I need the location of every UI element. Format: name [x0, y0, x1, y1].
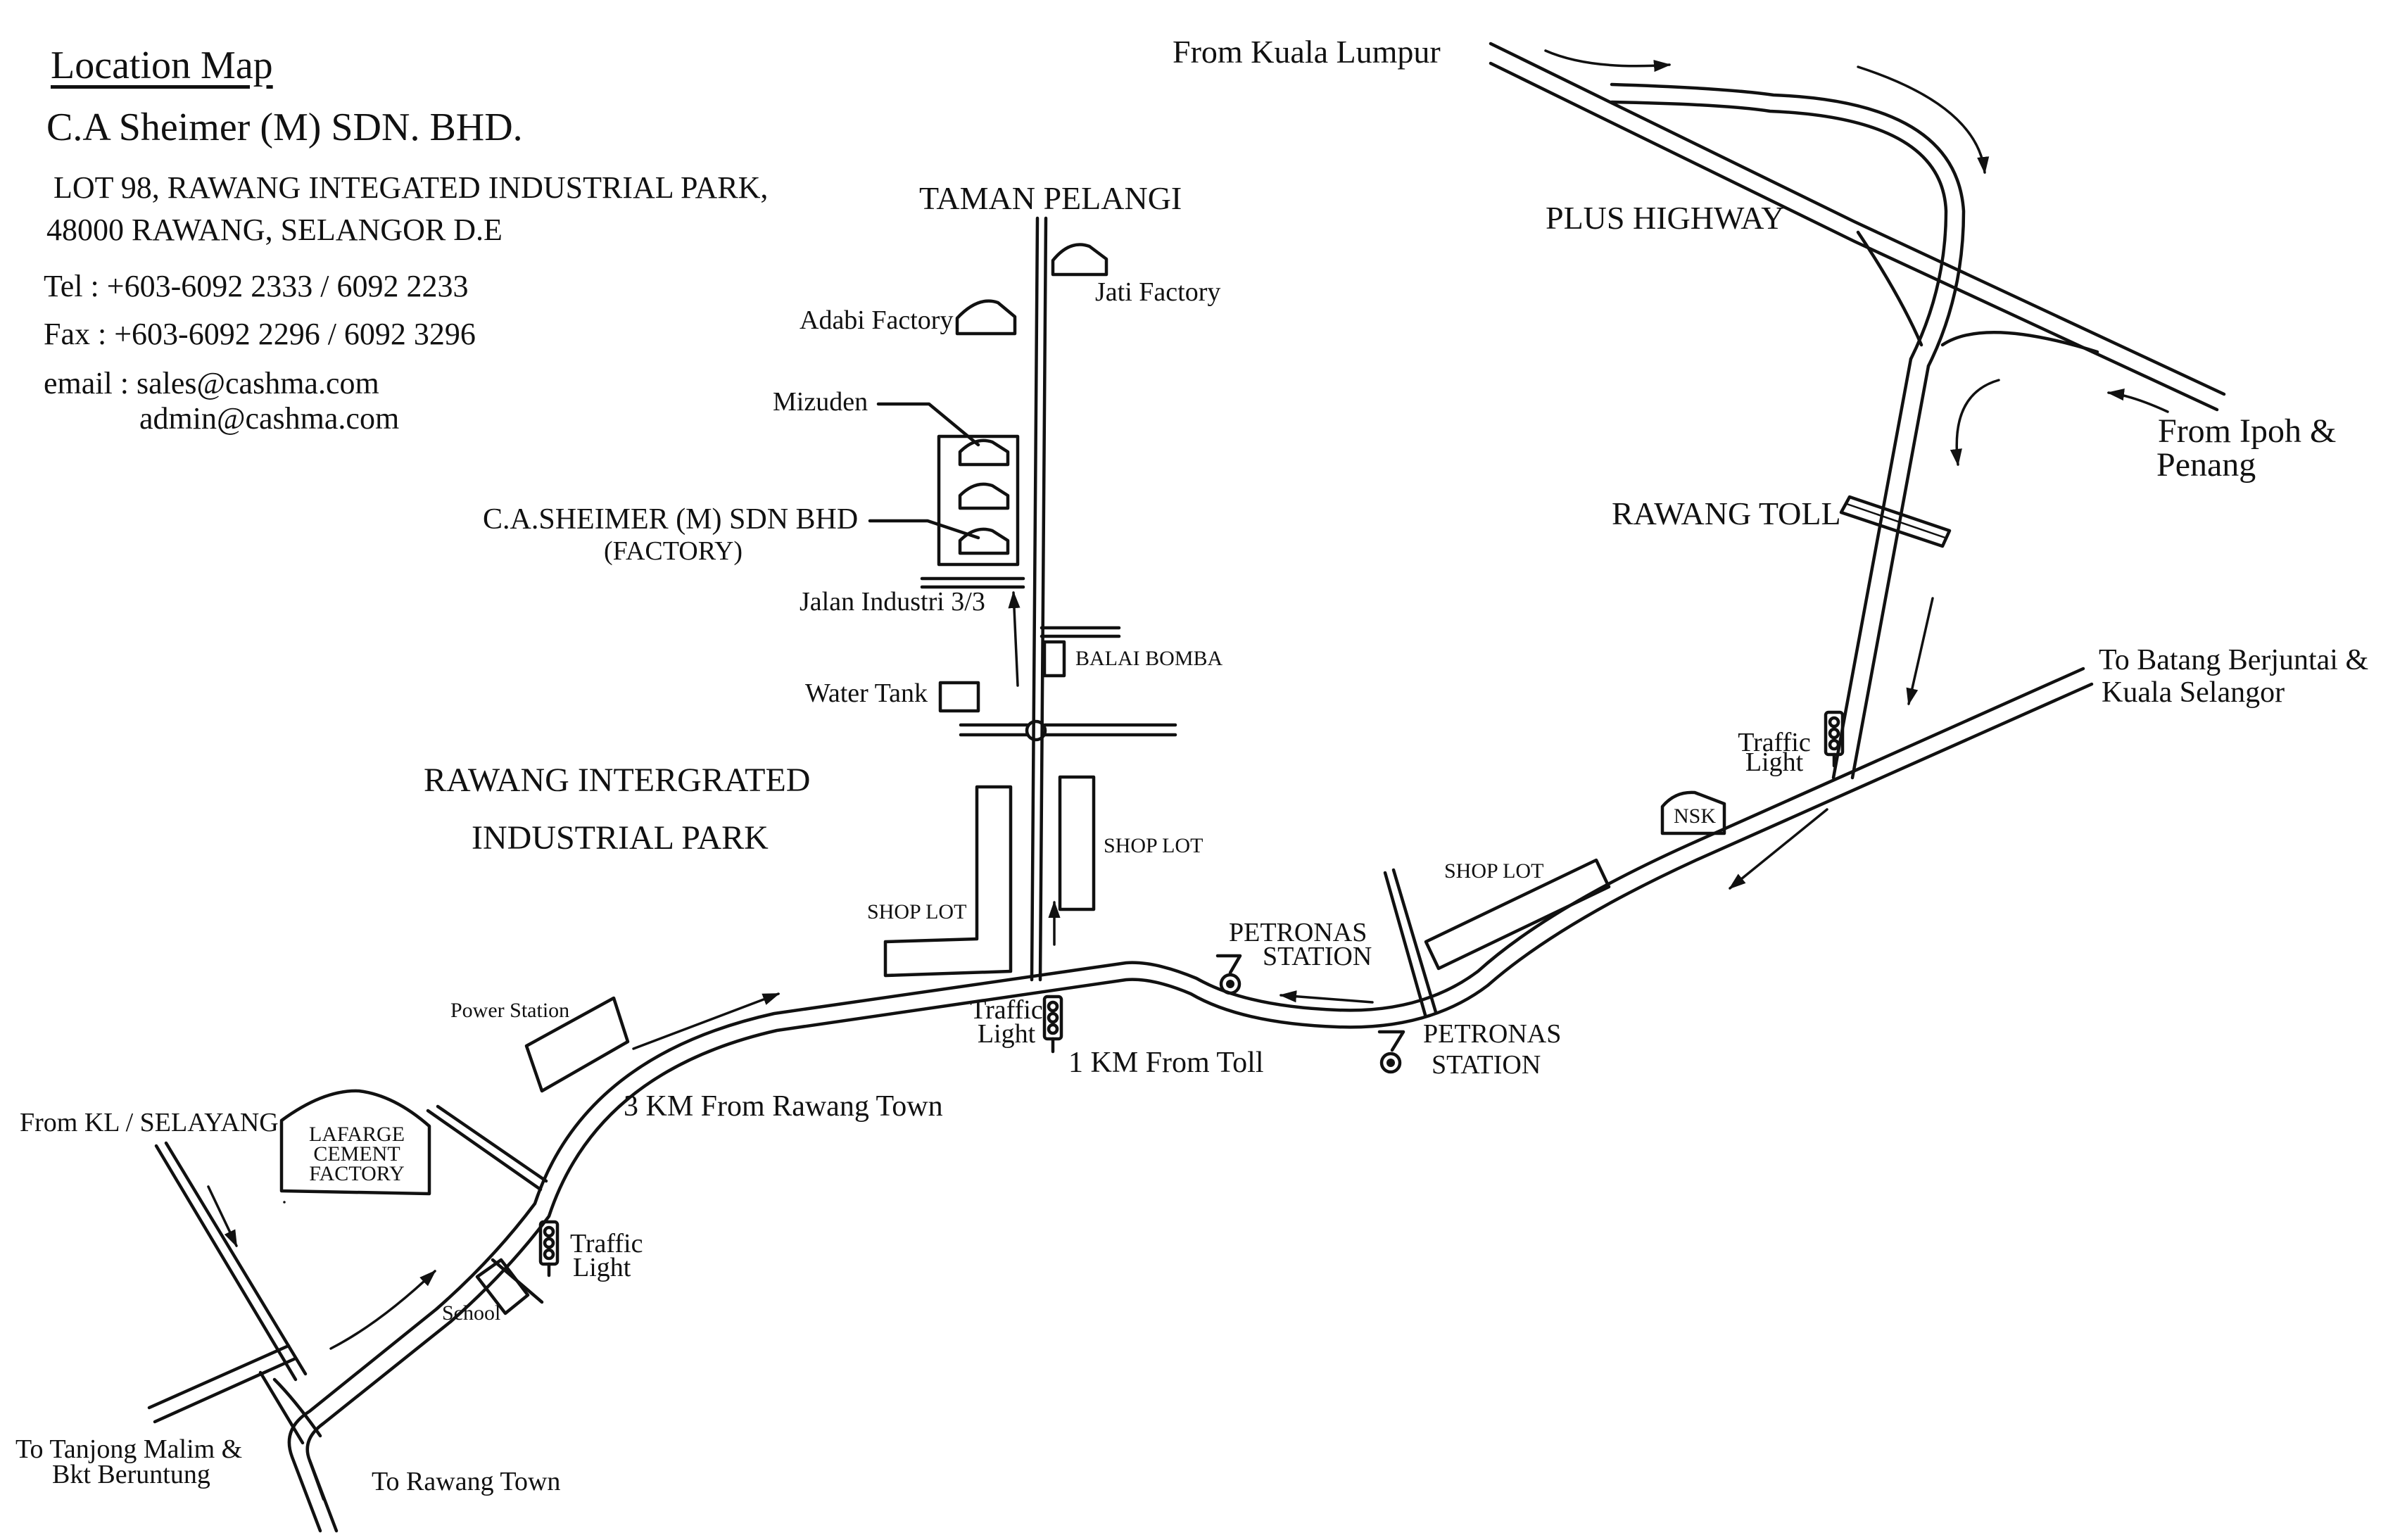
mizuden-pointer [876, 402, 980, 447]
park-cross-roads [920, 576, 1177, 737]
petronas-south-dot [1386, 1059, 1395, 1067]
label-power-station: Power Station [450, 999, 570, 1022]
label-to-tanjong-line-1: To Tanjong Malim & [15, 1434, 243, 1464]
email-line-2: admin@cashma.com [139, 401, 400, 436]
label-traffic-light-west-2: Light [573, 1253, 631, 1282]
address-line-1: LOT 98, RAWANG INTEGATED INDUSTRIAL PARK… [53, 170, 769, 205]
side-roads [147, 868, 1438, 1501]
label-traffic-light-east-1: Traffic [1738, 728, 1811, 757]
map-title: Location Map [51, 44, 273, 87]
label-from-ipoh-line-2: Penang [2156, 446, 2256, 484]
label-petronas-north-2: STATION [1263, 942, 1372, 971]
petronas-north-dot [1226, 980, 1234, 988]
label-park-line-2: INDUSTRIAL PARK [472, 819, 769, 857]
label-from-kuala-lumpur: From Kuala Lumpur [1173, 34, 1441, 70]
petronas-station-north [1215, 954, 1242, 995]
company-name: C.A Sheimer (M) SDN. BHD. [46, 106, 523, 149]
label-cas-factory-line-2: (FACTORY) [604, 536, 743, 566]
label-traffic-light-west-1: Traffic [570, 1229, 643, 1258]
traffic-light-east [1824, 710, 1845, 768]
shop-lot-left-outline [883, 785, 1013, 978]
industrial-park-road [1030, 216, 1048, 982]
label-jati-factory: Jati Factory [1095, 277, 1221, 307]
label-plus-highway: PLUS HIGHWAY [1546, 200, 1785, 236]
adabi-factory-building [955, 299, 1017, 336]
traffic-light-west [538, 1220, 560, 1277]
shop-lot-right [1058, 775, 1096, 911]
petronas-station-south [1377, 1030, 1405, 1074]
main-road [287, 667, 2094, 1533]
rawang-toll-marker-line [1845, 503, 1947, 539]
cas-factory-building [958, 527, 1010, 555]
power-station-building [524, 996, 630, 1093]
label-to-rawang-town: To Rawang Town [372, 1467, 561, 1496]
label-jalan-industri: Jalan Industri 3/3 [800, 587, 985, 617]
label-school: School [442, 1301, 501, 1325]
label-shop-lot-right: SHOP LOT [1104, 834, 1204, 857]
address-line-2: 48000 RAWANG, SELANGOR D.E [46, 213, 503, 247]
factory-block [937, 434, 1020, 567]
toll-road [1831, 357, 1931, 780]
label-petronas-south-1: PETRONAS [1423, 1019, 1562, 1049]
label-traffic-light-center-2: Light [977, 1019, 1036, 1049]
label-petronas-north-1: PETRONAS [1229, 918, 1367, 947]
label-three-km-from-town: 3 KM From Rawang Town [624, 1090, 943, 1123]
label-adabi-factory: Adabi Factory [800, 305, 954, 335]
label-mizuden: Mizuden [773, 387, 868, 417]
jati-factory-building [1051, 243, 1108, 277]
roundabout [1025, 719, 1047, 742]
school-building [475, 1258, 530, 1315]
fax: Fax : +603-6092 2296 / 6092 3296 [44, 317, 476, 351]
interchange-loop [1610, 82, 2099, 368]
label-to-batang-line-1: To Batang Berjuntai & [2099, 644, 2369, 676]
label-from-kl-selayang: From KL / SELAYANG [20, 1108, 279, 1137]
label-cas-factory-line-1: C.A.SHEIMER (M) SDN BHD [483, 503, 859, 536]
label-one-km-from-toll: 1 KM From Toll [1068, 1047, 1264, 1079]
middle-building [958, 482, 1010, 510]
label-balai-bomba: BALAI BOMBA [1075, 647, 1223, 670]
label-petronas-south-2: STATION [1432, 1050, 1541, 1080]
traffic-light-center [1042, 995, 1063, 1054]
label-lafarge-line-3: FACTORY [309, 1162, 405, 1185]
email-line-1: email : sales@cashma.com [44, 366, 379, 400]
label-lafarge-line-1: LAFARGE [308, 1123, 405, 1146]
label-taman-pelangi: TAMAN PELANGI [919, 180, 1182, 216]
shop-lot-east [1424, 858, 1611, 971]
cas-factory-pointer [868, 519, 980, 540]
telephone: Tel : +603-6092 2333 / 6092 2233 [44, 269, 469, 303]
label-to-tanjong-line-2: Bkt Beruntung [52, 1460, 210, 1489]
rawang-toll-marker [1839, 495, 1952, 548]
label-park-line-1: RAWANG INTERGRATED [424, 762, 811, 799]
water-tank-building [938, 681, 980, 713]
mizuden-building [958, 438, 1010, 467]
label-from-ipoh-line-1: From Ipoh & [2158, 412, 2337, 450]
label-lafarge-line-2: CEMENT [313, 1142, 400, 1166]
label-traffic-light-center-1: Traffic [970, 995, 1043, 1025]
nsk-building [1660, 790, 1726, 835]
label-to-batang-line-2: Kuala Selangor [2102, 676, 2285, 709]
lafarge-factory-building [279, 1089, 431, 1196]
balai-bomba-building [1042, 640, 1066, 678]
label-shop-lot-east: SHOP LOT [1444, 859, 1544, 883]
label-shop-lot-left: SHOP LOT [867, 900, 967, 923]
label-water-tank: Water Tank [805, 679, 928, 708]
label-traffic-light-east-2: Light [1745, 747, 1804, 777]
label-rawang-toll: RAWANG TOLL [1612, 496, 1841, 531]
direction-arrows [207, 49, 2169, 1350]
label-nsk: NSK [1674, 804, 1717, 828]
